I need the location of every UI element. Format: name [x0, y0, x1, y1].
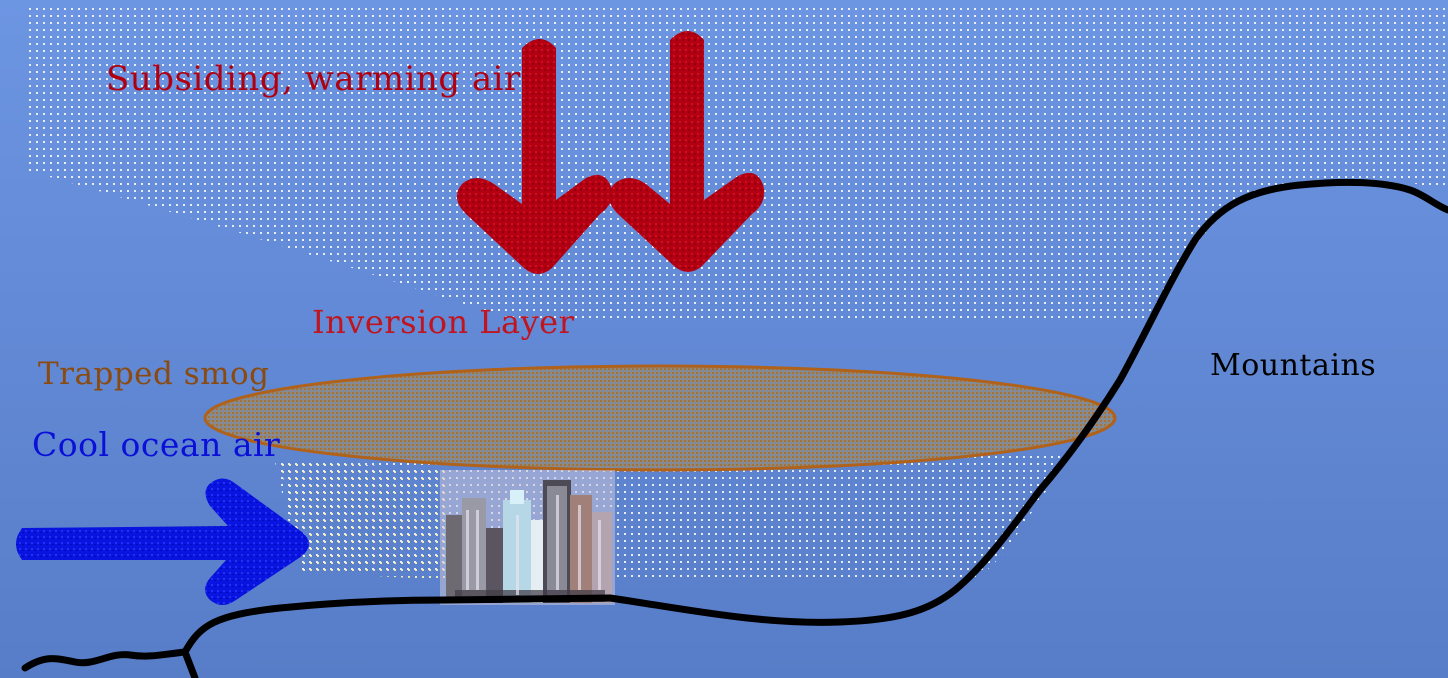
ocean-air-yellow-dots: [280, 460, 450, 580]
double-down-arrow-icon: [456, 31, 765, 274]
ground-and-mountain-outline: [21, 178, 1448, 678]
cool-ocean-air-label: Cool ocean air: [32, 425, 281, 464]
city-skyline-icon: [440, 470, 615, 605]
right-arrow-icon: [16, 478, 309, 605]
subsiding-air-label: Subsiding, warming air: [106, 59, 521, 99]
mountains-label: Mountains: [1210, 348, 1377, 383]
down-arrow-right: [608, 31, 765, 272]
down-arrow-left: [456, 39, 613, 274]
trapped-smog-label: Trapped smog: [38, 356, 270, 392]
subsiding-air-dotted-region: [25, 5, 1448, 322]
inversion-layer-label: Inversion Layer: [312, 303, 575, 341]
trapped-smog-cloud: [203, 364, 1117, 472]
